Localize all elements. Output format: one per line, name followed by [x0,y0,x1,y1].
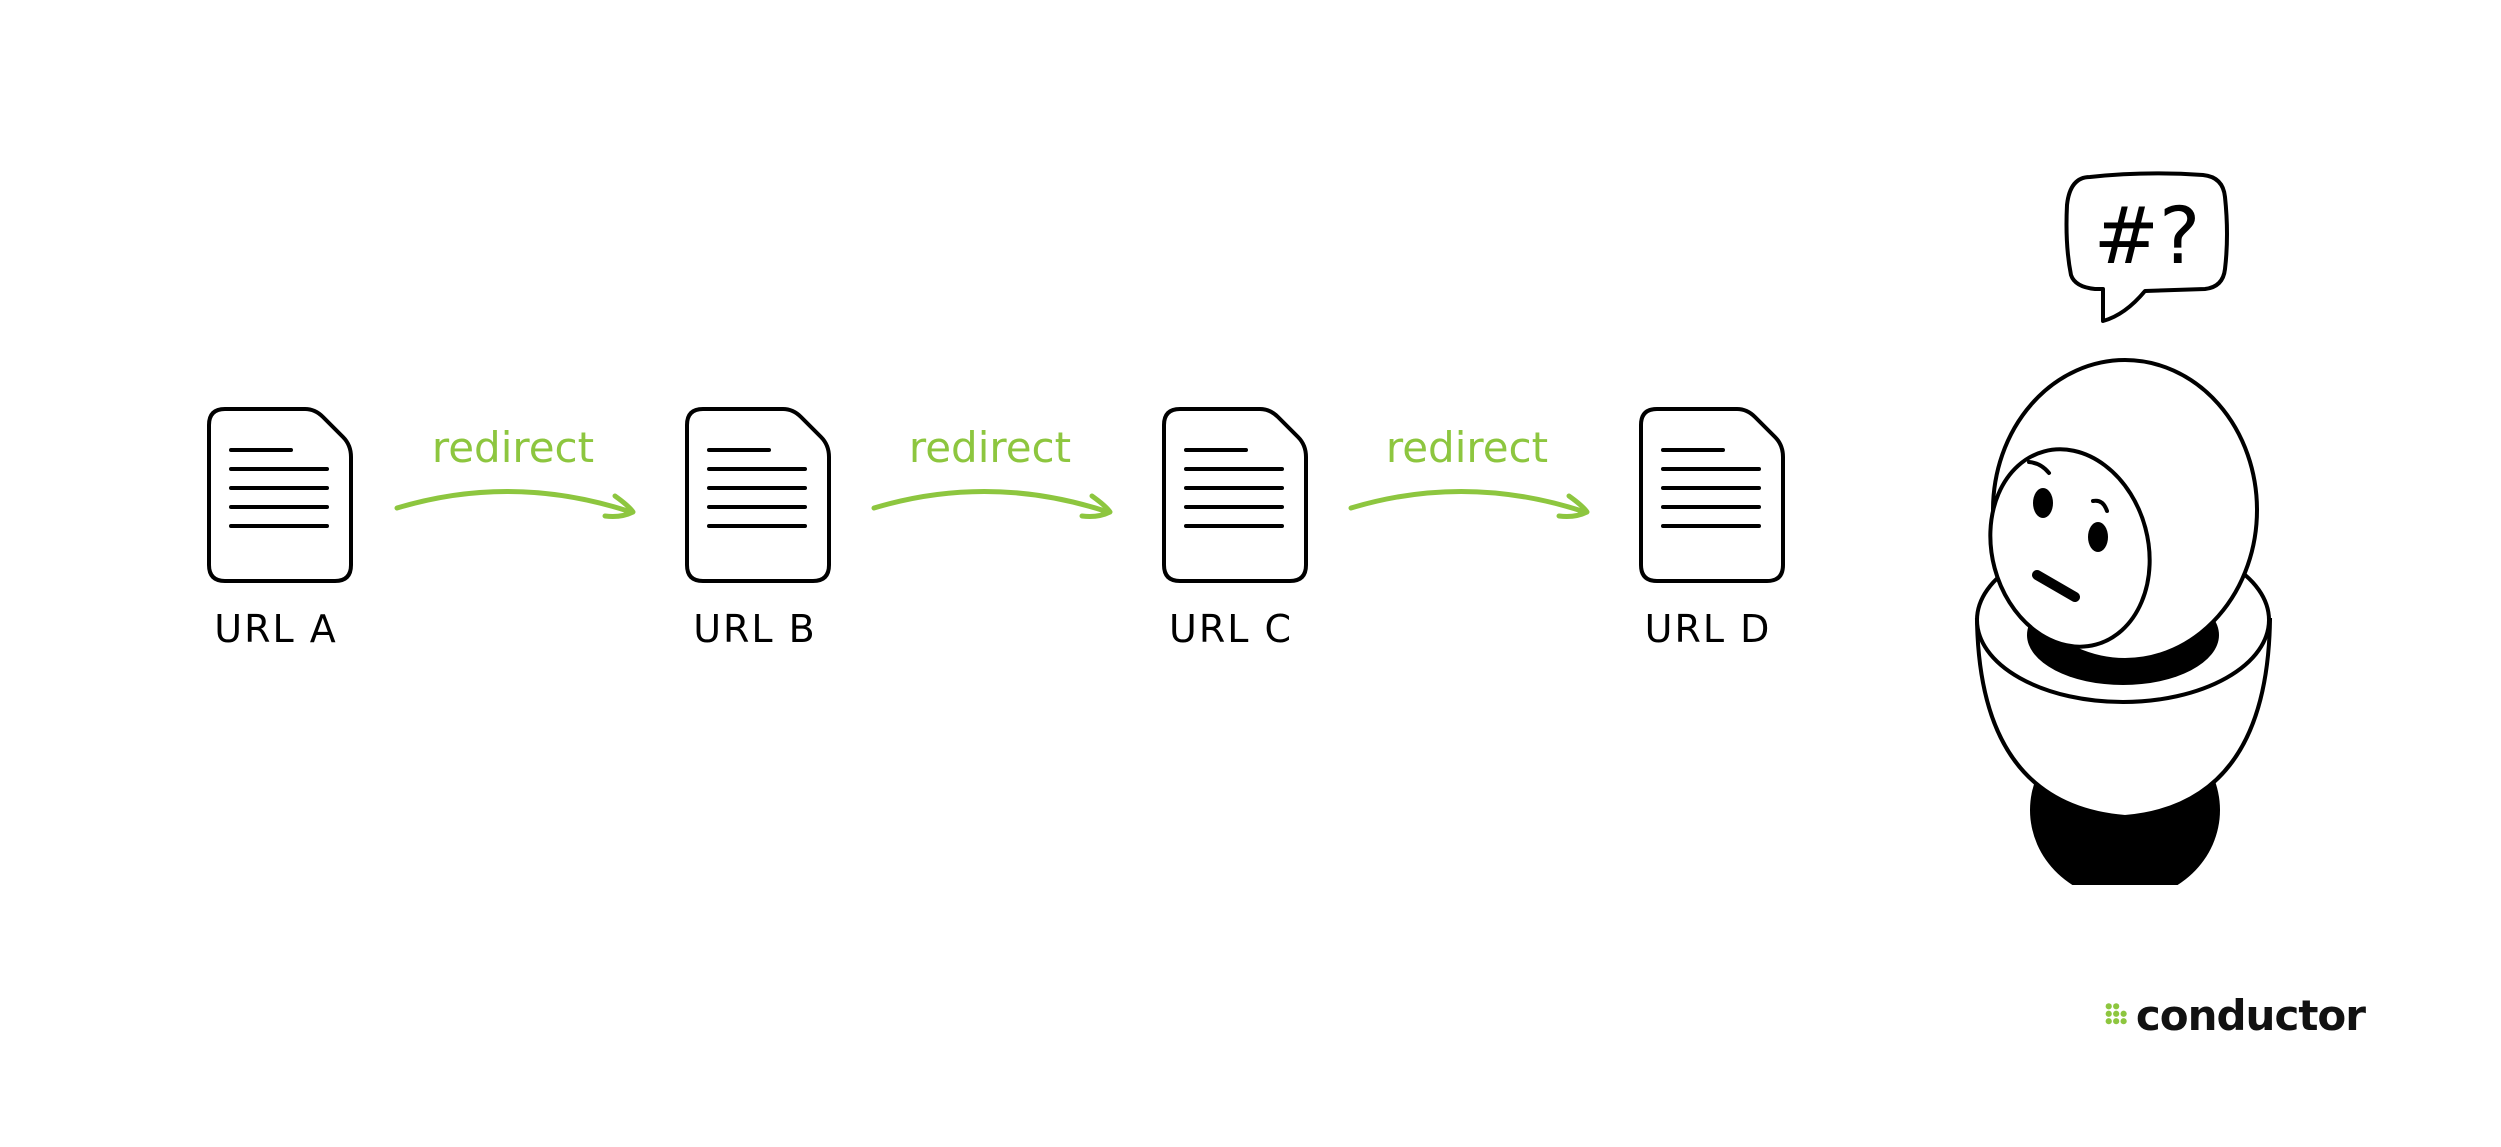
document-icon-url-b [685,407,831,583]
document-icon-url-a [207,407,353,583]
redirect-label-c-d: redirect [1385,423,1549,472]
url-b-label: URL B [693,607,817,651]
url-a-label: URL A [214,607,338,651]
confused-character-illustration: #? [1974,171,2273,885]
document-icon-url-c [1162,407,1308,583]
speech-bubble: #? [2064,171,2229,323]
document-icon-url-d [1639,407,1785,583]
conductor-logo-icon [2105,1003,2127,1025]
redirect-label-a-b: redirect [431,423,595,472]
redirect-label-b-c: redirect [908,423,1072,472]
url-d-label: URL D [1644,607,1772,651]
conductor-logo: conductor [2105,990,2366,1040]
speech-bubble-text: #? [2094,192,2201,282]
redirect-arrow-a-b [394,489,636,519]
character-head [1988,358,2259,662]
url-c-label: URL C [1169,607,1293,651]
conductor-logo-text: conductor [2135,990,2366,1040]
redirect-arrow-b-c [871,489,1113,519]
redirect-arrow-c-d [1348,489,1590,519]
